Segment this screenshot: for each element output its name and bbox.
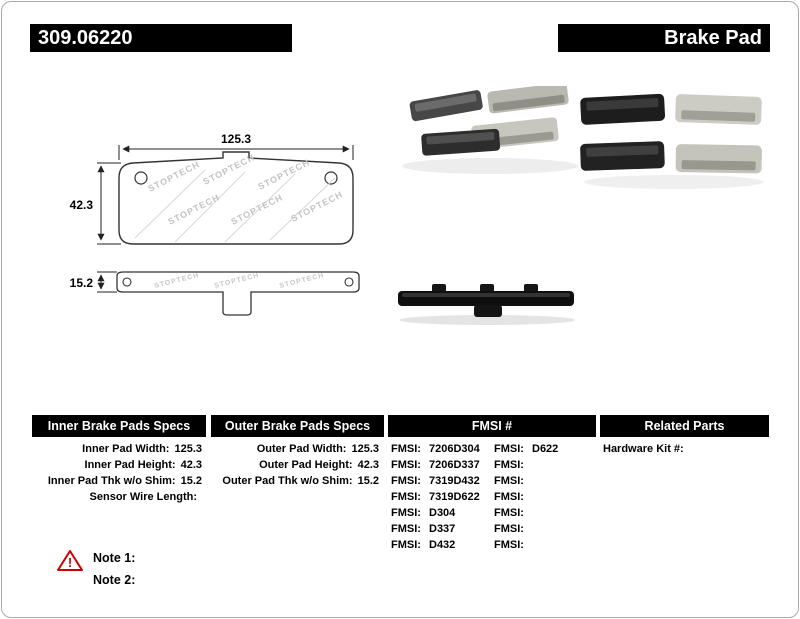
spec-label: Outer Pad Height: bbox=[259, 459, 353, 471]
pad-photo-black-1 bbox=[580, 93, 666, 125]
fmsi-label: FMSI: bbox=[391, 539, 421, 551]
fmsi-column-1: FMSI: 7206D304 FMSI: 7206D337 FMSI: 7319D43… bbox=[391, 441, 491, 553]
related-parts-header: Related Parts bbox=[600, 415, 769, 437]
spec-value: 15.2 bbox=[180, 475, 202, 487]
fmsi-row: FMSI: 7206D337 bbox=[391, 457, 491, 473]
spec-label: Sensor Wire Length: bbox=[89, 491, 197, 503]
fmsi-value: D432 bbox=[429, 539, 456, 551]
pad-photo-dark-2 bbox=[421, 128, 501, 156]
related-part-row: Hardware Kit #: bbox=[603, 441, 767, 457]
fmsi-label: FMSI: bbox=[391, 475, 421, 487]
spec-value: 42.3 bbox=[180, 459, 202, 471]
spec-label: Outer Pad Width: bbox=[256, 443, 347, 455]
fmsi-label: FMSI: bbox=[391, 507, 421, 519]
fmsi-label: FMSI: bbox=[391, 491, 421, 503]
fmsi-label: FMSI: bbox=[494, 539, 524, 551]
fmsi-header: FMSI # bbox=[388, 415, 596, 437]
spec-value: 42.3 bbox=[357, 459, 379, 471]
pad-photo-light-1 bbox=[487, 86, 569, 114]
fmsi-value: 7319D622 bbox=[429, 491, 480, 503]
spec-value: 125.3 bbox=[174, 443, 202, 455]
pad-photo-gray-2 bbox=[675, 144, 762, 174]
related-part-label: Hardware Kit #: bbox=[603, 443, 684, 455]
fmsi-value: D304 bbox=[429, 507, 456, 519]
fmsi-row: FMSI: bbox=[494, 537, 594, 553]
pad-front-view: STOPTECH STOPTECH STOPTECH STOPTECH STOP… bbox=[118, 151, 354, 245]
fmsi-label: FMSI: bbox=[391, 459, 421, 471]
note-2-label: Note 2: bbox=[93, 573, 136, 587]
related-parts-column: Hardware Kit #: bbox=[603, 441, 767, 457]
spec-label: Inner Pad Thk w/o Shim: bbox=[47, 475, 176, 487]
fmsi-row: FMSI: D337 bbox=[391, 521, 491, 537]
inner-specs-column: Inner Pad Width: 125.3 Inner Pad Height: 4… bbox=[32, 441, 202, 505]
thickness-dimension-label: 15.2 bbox=[70, 276, 94, 290]
spec-label: Inner Pad Height: bbox=[84, 459, 176, 471]
fmsi-row: FMSI: bbox=[494, 457, 594, 473]
warning-icon: ! bbox=[57, 550, 83, 571]
inner-spec-row: Inner Pad Thk w/o Shim: 15.2 bbox=[32, 473, 202, 489]
pad-side-view: STOPTECH STOPTECH STOPTECH bbox=[116, 271, 360, 316]
inner-spec-row: Sensor Wire Length: bbox=[32, 489, 202, 505]
fmsi-label: FMSI: bbox=[494, 507, 524, 519]
fmsi-row: FMSI: 7206D304 bbox=[391, 441, 491, 457]
product-photo-pad-set-1 bbox=[402, 86, 578, 174]
fmsi-label: FMSI: bbox=[494, 459, 524, 471]
fmsi-column-2: FMSI: D622 FMSI: FMSI: FMSI: FMSI: FMSI: … bbox=[494, 441, 594, 553]
outer-spec-row: Outer Pad Thk w/o Shim: 15.2 bbox=[211, 473, 379, 489]
fmsi-value: 7319D432 bbox=[429, 475, 480, 487]
fmsi-label: FMSI: bbox=[391, 523, 421, 535]
outer-spec-row: Outer Pad Width: 125.3 bbox=[211, 441, 379, 457]
inner-specs-header: Inner Brake Pads Specs bbox=[32, 415, 206, 437]
part-number: 309.06220 bbox=[38, 27, 133, 49]
fmsi-label: FMSI: bbox=[494, 523, 524, 535]
fmsi-row: FMSI: bbox=[494, 521, 594, 537]
fmsi-row: FMSI: D432 bbox=[391, 537, 491, 553]
svg-text:!: ! bbox=[68, 555, 72, 570]
fmsi-row: FMSI: 7319D432 bbox=[391, 473, 491, 489]
fmsi-row: FMSI: D304 bbox=[391, 505, 491, 521]
part-number-bar: 309.06220 bbox=[30, 24, 292, 52]
outer-spec-row: Outer Pad Height: 42.3 bbox=[211, 457, 379, 473]
spec-label: Outer Pad Thk w/o Shim: bbox=[222, 475, 353, 487]
fmsi-row: FMSI: bbox=[494, 489, 594, 505]
fmsi-value: D337 bbox=[429, 523, 456, 535]
note-1-label: Note 1: bbox=[93, 551, 136, 565]
fmsi-value: 7206D337 bbox=[429, 459, 480, 471]
spec-value: 125.3 bbox=[351, 443, 379, 455]
pad-photo-dark-1 bbox=[409, 90, 483, 122]
product-type-title: Brake Pad bbox=[664, 27, 762, 49]
fmsi-label: FMSI: bbox=[391, 443, 421, 455]
spec-value: 15.2 bbox=[357, 475, 379, 487]
fmsi-label: FMSI: bbox=[494, 443, 524, 455]
pad-photo-black-2 bbox=[580, 141, 665, 171]
inner-spec-row: Inner Pad Height: 42.3 bbox=[32, 457, 202, 473]
fmsi-label: FMSI: bbox=[494, 475, 524, 487]
outer-specs-column: Outer Pad Width: 125.3 Outer Pad Height: 4… bbox=[211, 441, 379, 489]
fmsi-value: 7206D304 bbox=[429, 443, 480, 455]
width-dimension-label: 125.3 bbox=[221, 132, 251, 146]
product-photo-edge-view bbox=[398, 284, 575, 325]
pad-photo-gray-1 bbox=[675, 94, 762, 125]
fmsi-label: FMSI: bbox=[494, 491, 524, 503]
height-dimension-label: 42.3 bbox=[70, 198, 94, 212]
fmsi-row: FMSI: bbox=[494, 505, 594, 521]
fmsi-row: FMSI: 7319D622 bbox=[391, 489, 491, 505]
notes-section: Note 1: Note 2: bbox=[93, 551, 135, 595]
fmsi-value: D622 bbox=[532, 443, 559, 455]
spec-label: Inner Pad Width: bbox=[82, 443, 170, 455]
inner-spec-row: Inner Pad Width: 125.3 bbox=[32, 441, 202, 457]
fmsi-row: FMSI: D622 bbox=[494, 441, 594, 457]
outer-specs-header: Outer Brake Pads Specs bbox=[211, 415, 384, 437]
brake-pad-technical-drawing: 125.3 42.3 STOPTECH STOPTECH STOPTECH ST… bbox=[70, 132, 360, 316]
product-photo-pad-set-2 bbox=[580, 93, 764, 189]
fmsi-row: FMSI: bbox=[494, 473, 594, 489]
product-type-bar: Brake Pad bbox=[558, 24, 770, 52]
